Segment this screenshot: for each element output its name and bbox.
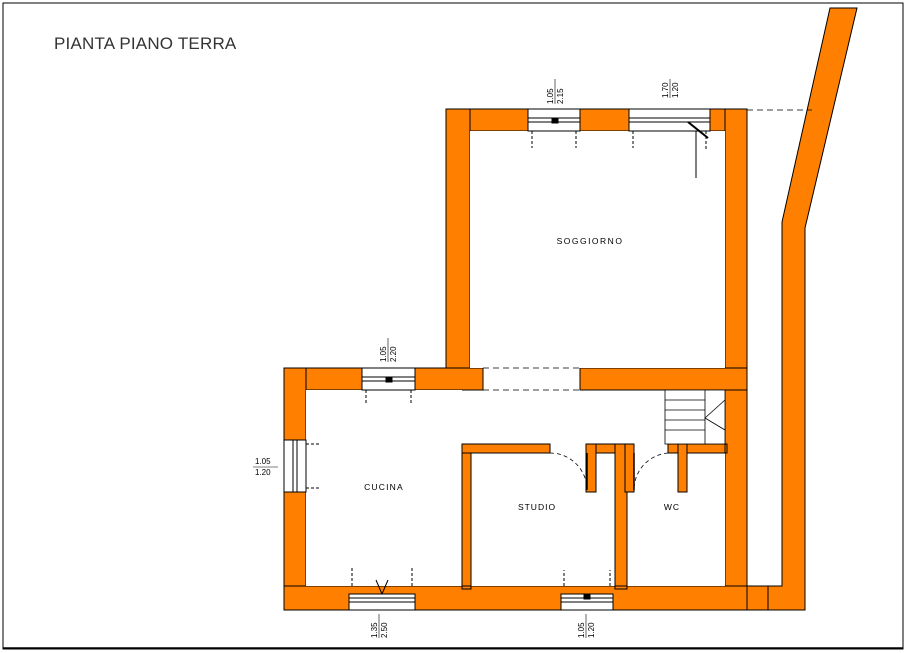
partition-jamb-b: [624, 443, 635, 493]
window-cucina-top: [361, 367, 416, 404]
partition-wc-jamb: [677, 443, 688, 493]
dim-cucina-bottom-h: 2.50: [380, 622, 389, 638]
room-label-studio: STUDIO: [518, 502, 556, 512]
plan-title: PIANTA PIANO TERRA: [54, 34, 237, 53]
dim-cucina-top-w: 1.05: [379, 346, 388, 362]
partition-studio-right: [614, 443, 628, 587]
dim-cucina-top-h: 2.20: [389, 346, 398, 362]
dim-cucina-left-w: 1.05: [255, 457, 271, 466]
dim-studio-bottom-w: 1.05: [577, 622, 586, 638]
door-leaves: [586, 453, 635, 490]
wall-corner-fill: [746, 585, 769, 611]
wall-soggiorno-left: [445, 108, 471, 391]
dim-studio-bottom-h: 1.20: [587, 622, 596, 638]
passage-dashes: [483, 109, 812, 391]
wall-east: [724, 108, 748, 611]
windows: [283, 108, 711, 611]
dim-soggiorno-right-h: 1.20: [671, 82, 680, 98]
window-soggiorno-right: [628, 108, 711, 178]
staircase: [664, 389, 726, 445]
dimension-labels: 1.05 2.15 1.70 1.20 1.05 2.20 1.35 2.50 …: [253, 79, 680, 638]
room-soggiorno-area: [470, 131, 725, 368]
wall-boundary: [767, 7, 858, 611]
dim-soggiorno-left-w: 1.05: [546, 88, 555, 104]
partition-studio-left: [461, 443, 472, 587]
dim-soggiorno-right-w: 1.70: [661, 82, 670, 98]
window-cucina-bottom: [348, 566, 416, 611]
partition-wc-top: [667, 443, 726, 454]
partition-studio-top-left: [461, 443, 551, 454]
window-studio-bottom: [560, 570, 614, 611]
room-cucina-area: [306, 390, 462, 586]
wall-mid-right: [579, 367, 748, 391]
room-label-wc: WC: [664, 502, 680, 512]
dim-soggiorno-left-h: 2.15: [556, 88, 565, 104]
window-cucina-left: [283, 439, 320, 493]
room-label-soggiorno: SOGGIORNO: [557, 236, 624, 246]
dim-cucina-bottom-w: 1.35: [370, 622, 379, 638]
room-wc-area: [627, 453, 725, 586]
window-soggiorno-left: [527, 108, 581, 148]
dim-cucina-left-h: 1.20: [255, 468, 271, 477]
partition-jamb-a: [585, 443, 597, 493]
room-label-cucina: CUCINA: [364, 482, 404, 492]
